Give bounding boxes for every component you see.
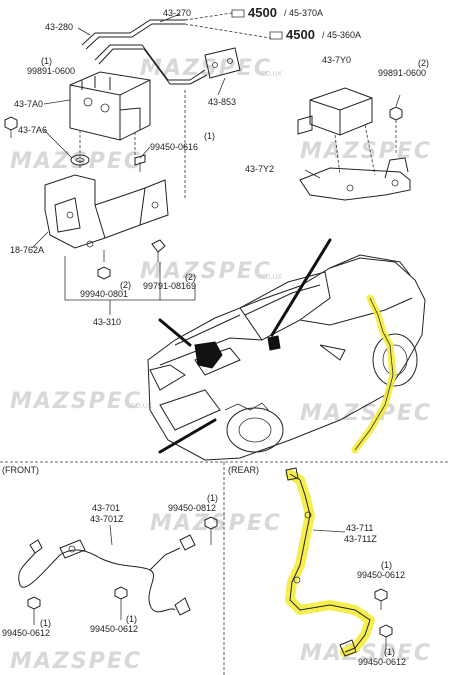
- part-qty: (2): [185, 272, 196, 282]
- watermark-text: MAZSPEC: [140, 259, 272, 284]
- watermark-text: MAZSPEC: [10, 649, 142, 674]
- part-label-99791-08169: 99791-08169: [143, 281, 196, 291]
- part-qty: (1): [381, 560, 392, 570]
- top-labels: 43-280 43-270 4500 / 45-370A 4500 / 45-3…: [10, 5, 429, 327]
- part-label-43-711: 43-711: [346, 523, 373, 533]
- part-qty: (2): [120, 280, 131, 290]
- part-label-99450-0616: 99450-0616: [150, 142, 198, 152]
- rear-section: (REAR) 43-711 43-711Z (1) 99450-0612 (1)…: [228, 465, 406, 667]
- part-qty: (1): [126, 614, 137, 624]
- watermark-text: MAZSPEC: [300, 641, 432, 666]
- section-title-front: (FRONT): [2, 465, 39, 475]
- watermark-domain: .CO.UK: [258, 273, 283, 281]
- part-label-99450-0612-b: 99450-0612: [90, 624, 138, 634]
- part-label-45-370a: / 45-370A: [284, 8, 323, 18]
- part-qty: (1): [41, 56, 52, 66]
- part-label-43-310: 43-310: [93, 317, 121, 327]
- watermark-domain: .CO.UK: [128, 402, 153, 410]
- watermark-text: MAZSPEC: [300, 401, 432, 426]
- part-label-99450-0812: 99450-0812: [168, 503, 216, 513]
- part-qty: (1): [384, 647, 395, 657]
- hydraulic-unit-group: [4, 9, 283, 315]
- watermark-layer: MAZSPEC .CO.UK MAZSPEC MAZSPEC MAZSPEC .…: [10, 56, 432, 674]
- part-label-43-853: 43-853: [208, 97, 236, 107]
- watermark-text: MAZSPEC: [10, 389, 142, 414]
- part-label-18-762a: 18-762A: [10, 245, 44, 255]
- section-dividers: [0, 461, 449, 675]
- part-label-99891-0600-right: 99891-0600: [378, 68, 426, 78]
- watermark-text: MAZSPEC: [300, 139, 432, 164]
- section-title-rear: (REAR): [228, 465, 259, 475]
- car-overview: [147, 238, 426, 461]
- part-label-43-7y0: 43-7Y0: [322, 55, 351, 65]
- sensor-unit-group: [297, 87, 411, 201]
- part-label-43-270: 43-270: [163, 8, 191, 18]
- watermark-text: MAZSPEC: [10, 149, 142, 174]
- part-label-99450-0612-a: 99450-0612: [2, 628, 50, 638]
- part-label-45-360a: / 45-360A: [322, 30, 361, 40]
- arrow-tube-icon: [231, 9, 245, 18]
- part-label-99940-0801: 99940-0801: [80, 289, 128, 299]
- watermark-text: MAZSPEC: [140, 56, 272, 81]
- part-label-99891-0600-left: 99891-0600: [27, 66, 75, 76]
- part-label-43-7a6: 43-7A6: [18, 125, 47, 135]
- part-qty: (2): [418, 58, 429, 68]
- part-label-43-7y2: 43-7Y2: [245, 164, 274, 174]
- arrow-tube-icon: [269, 31, 283, 40]
- part-label-4500-a: 4500: [248, 5, 277, 20]
- part-label-43-7a0: 43-7A0: [14, 99, 43, 109]
- part-label-4500-b: 4500: [286, 27, 315, 42]
- watermark-text: MAZSPEC: [150, 511, 282, 536]
- part-label-43-701z: 43-701Z: [90, 514, 124, 524]
- part-label-99450-0612-rear-a: 99450-0612: [357, 570, 405, 580]
- part-label-43-701: 43-701: [92, 503, 120, 513]
- part-label-99450-0612-rear-b: 99450-0612: [358, 657, 406, 667]
- part-label-43-280: 43-280: [45, 22, 73, 32]
- part-label-43-711z: 43-711Z: [344, 534, 377, 544]
- part-qty: (1): [40, 618, 51, 628]
- part-qty: (1): [207, 493, 218, 503]
- part-qty: (1): [204, 131, 215, 141]
- front-section: (FRONT) 43-701 43-701Z (1) 99450-0812 (1…: [2, 465, 218, 638]
- watermark-domain: .CO.UK: [258, 70, 283, 78]
